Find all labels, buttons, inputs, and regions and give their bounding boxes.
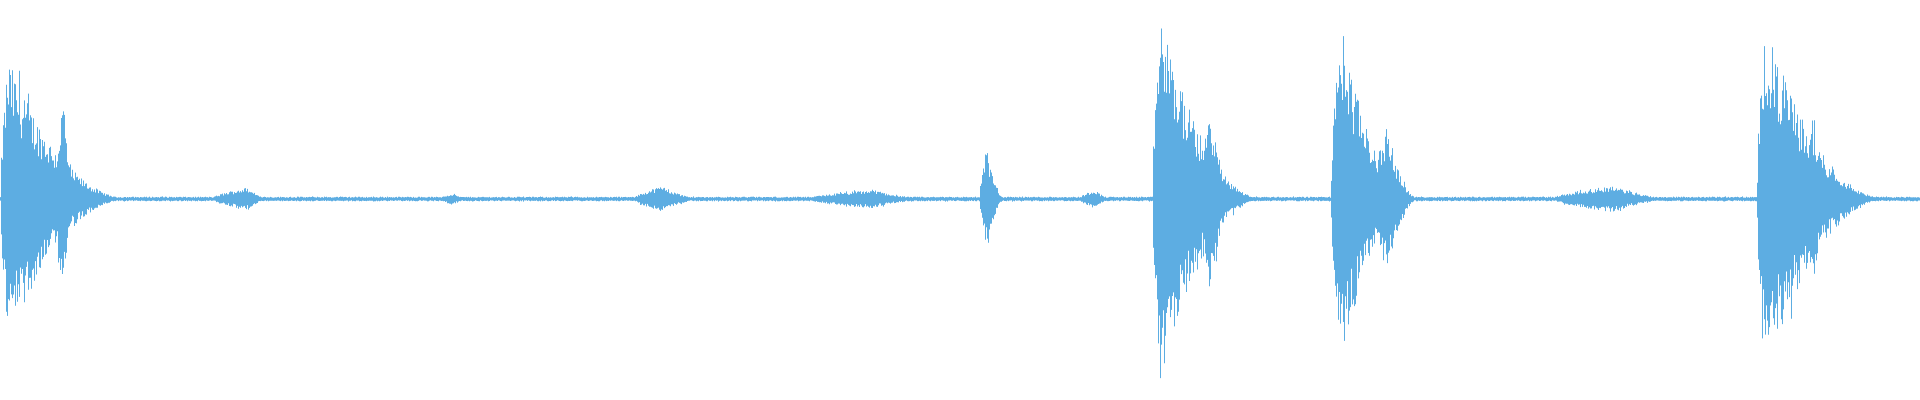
waveform-trace [0, 28, 1920, 379]
